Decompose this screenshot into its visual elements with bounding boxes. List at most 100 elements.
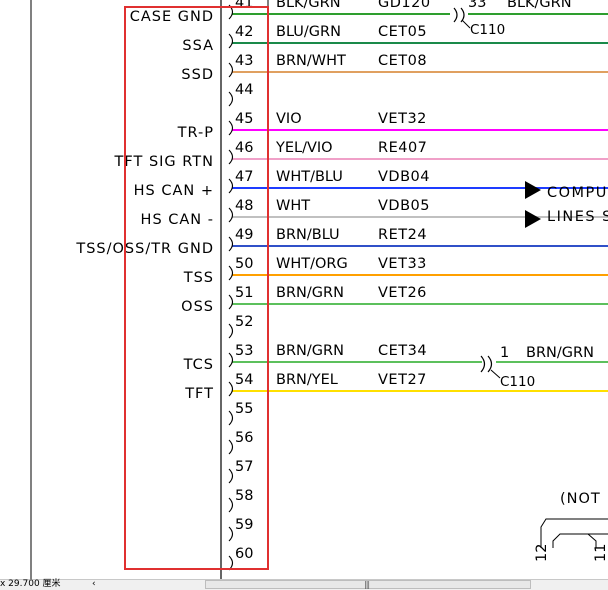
- circuit-id: RET24: [378, 227, 427, 243]
- pin-number: 59: [235, 517, 253, 533]
- signal-name: TR-P: [177, 125, 214, 141]
- pin-bracket: [228, 33, 234, 49]
- pin-number: 43: [235, 53, 253, 69]
- pin-bracket: [228, 62, 234, 78]
- pin-bracket: [228, 265, 234, 281]
- pin-number: 47: [235, 169, 253, 185]
- connector-row: 57: [228, 459, 253, 484]
- pin-bracket: [228, 497, 234, 513]
- connector-row: 47 HS CAN + WHT/BLU VDB04: [134, 169, 430, 199]
- signal-name: HS CAN +: [134, 183, 214, 199]
- wires-layer: [232, 13, 608, 392]
- connector-row: 48 HS CAN - WHT VDB05: [141, 198, 430, 228]
- connector-row: 60: [228, 546, 253, 571]
- pin-bracket: [228, 294, 234, 310]
- pin-number: 44: [235, 82, 253, 98]
- circuit-id: VDB04: [378, 169, 430, 185]
- circuit-id: VDB05: [378, 198, 430, 214]
- pin-number: 54: [235, 372, 253, 388]
- circuit-id: VET27: [378, 372, 427, 388]
- wire-color-label: BRN/YEL: [276, 372, 338, 388]
- splice-arc: [487, 355, 493, 373]
- splice-arc: [453, 7, 458, 23]
- circuit-id: VET33: [378, 256, 427, 272]
- horizontal-scrollbar[interactable]: |||: [205, 580, 531, 589]
- connector-outline: [552, 533, 608, 548]
- splice-leader: [461, 19, 471, 29]
- note-text: (NOT: [560, 491, 601, 507]
- connector-outline: [587, 533, 597, 548]
- pin-number: 41: [235, 0, 253, 11]
- connector-row: 52: [228, 314, 253, 339]
- pin-bracket: [228, 468, 234, 484]
- pin-number: 42: [235, 24, 253, 40]
- top-splice: 33 BLK/GRN C110: [453, 0, 572, 38]
- pin-bracket: [228, 149, 234, 165]
- signal-name: HS CAN -: [141, 212, 214, 228]
- wire-color-label: WHT: [276, 198, 310, 214]
- splice-arc: [460, 7, 465, 23]
- pin-bracket: [228, 555, 234, 571]
- circuit-id: VET26: [378, 285, 427, 301]
- signal-name: TSS: [183, 270, 214, 286]
- note-pin-a: 12: [534, 544, 550, 562]
- pin-bracket: [228, 352, 234, 368]
- pin-number: 46: [235, 140, 253, 156]
- scrollbar-grip[interactable]: |||: [364, 580, 370, 589]
- arrow-label-1: COMPU: [547, 185, 608, 201]
- signal-name: TFT SIG RTN: [114, 154, 214, 170]
- pin-number: 49: [235, 227, 253, 243]
- connector-row: 55: [228, 401, 253, 426]
- highlight-rect: [124, 6, 269, 570]
- connector-row: 56: [228, 430, 253, 455]
- splice-top-connector: C110: [470, 22, 505, 38]
- note-pin-b: 11: [593, 544, 608, 562]
- arrow-label-2: LINES S: [547, 209, 608, 225]
- splice-bottom-color: BRN/GRN: [526, 345, 594, 361]
- pin-number: 56: [235, 430, 253, 446]
- pin-bracket: [228, 323, 234, 339]
- wire-color-label: WHT/BLU: [276, 169, 343, 185]
- pin-number: 55: [235, 401, 253, 417]
- wire-color-label: WHT/ORG: [276, 256, 348, 272]
- pin-number: 58: [235, 488, 253, 504]
- pin-number: 60: [235, 546, 253, 562]
- signal-name: TFT: [184, 386, 214, 402]
- pin-bracket: [228, 178, 234, 194]
- connector-row: 58: [228, 488, 253, 513]
- pin-number: 48: [235, 198, 253, 214]
- signal-name: OSS: [181, 299, 214, 315]
- wire-color-label: YEL/VIO: [275, 140, 333, 156]
- pin-number: 52: [235, 314, 253, 330]
- circuit-id: RE407: [378, 140, 427, 156]
- pin-bracket: [228, 439, 234, 455]
- pin-bracket: [228, 526, 234, 542]
- pin-bracket: [228, 120, 234, 136]
- circuit-id: CET05: [378, 24, 427, 40]
- wire-color-label: BRN/BLU: [276, 227, 340, 243]
- scroll-left-button[interactable]: ‹: [92, 579, 96, 589]
- wire-color-label: BRN/GRN: [276, 343, 344, 359]
- pin-bracket: [228, 236, 234, 252]
- connector-outline: [540, 518, 608, 548]
- pin-number: 53: [235, 343, 253, 359]
- circuit-id: GD120: [378, 0, 431, 11]
- pin-number: 45: [235, 111, 253, 127]
- splice-arc: [480, 355, 486, 373]
- wire-color-label: VIO: [276, 111, 302, 127]
- pin-bracket: [228, 207, 234, 223]
- signal-name: SSA: [182, 38, 214, 54]
- pin-bracket: [228, 381, 234, 397]
- circuit-id: VET32: [378, 111, 427, 127]
- pin-bracket: [228, 410, 234, 426]
- wire-color-label: BLU/GRN: [276, 24, 341, 40]
